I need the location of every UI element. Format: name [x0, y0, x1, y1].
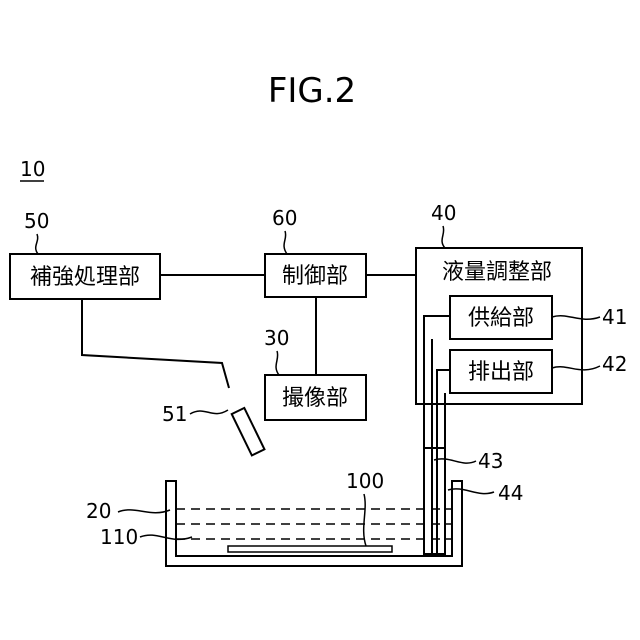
object-ref: 100 [346, 469, 384, 493]
control-unit-label: 制御部 [282, 264, 348, 289]
control-unit-ref: 60 [272, 206, 297, 230]
liquid-adjust-unit-label: 液量調整部 [442, 260, 552, 285]
tank-ref: 20 [86, 499, 111, 523]
discharge-unit-label: 排出部 [468, 360, 534, 385]
reinforcement-unit-label: 補強処理部 [30, 265, 140, 290]
supply-pipe-leader [434, 459, 476, 463]
system-ref-label: 10 [20, 157, 45, 181]
imaging-unit-leader [276, 351, 279, 375]
supply-unit-ref: 41 [602, 305, 627, 329]
pipe-bundle [424, 448, 445, 554]
immersed-object [228, 546, 392, 552]
link-50-51 [82, 299, 229, 388]
imaging-unit-ref: 30 [264, 326, 289, 350]
liquid-adjust-unit-ref: 40 [431, 201, 456, 225]
nozzle-ref: 51 [162, 402, 187, 426]
nozzle [232, 408, 265, 455]
imaging-unit-label: 撮像部 [282, 386, 348, 411]
tank-leader [118, 510, 170, 513]
nozzle-leader [190, 410, 228, 414]
liquid-adjust-unit-leader [442, 226, 445, 248]
reinforcement-unit-ref: 50 [24, 209, 49, 233]
reinforcement-unit-leader [36, 234, 38, 254]
control-unit-leader [284, 231, 287, 254]
discharge-pipe-leader [448, 489, 494, 494]
discharge-unit-ref: 42 [602, 352, 627, 376]
liquid-ref: 110 [100, 525, 138, 549]
supply-pipe-ref: 43 [478, 449, 503, 473]
figure-title: FIG.2 [268, 71, 356, 111]
object-leader [364, 494, 366, 546]
supply-unit-label: 供給部 [468, 306, 534, 331]
discharge-pipe-ref: 44 [498, 481, 523, 505]
